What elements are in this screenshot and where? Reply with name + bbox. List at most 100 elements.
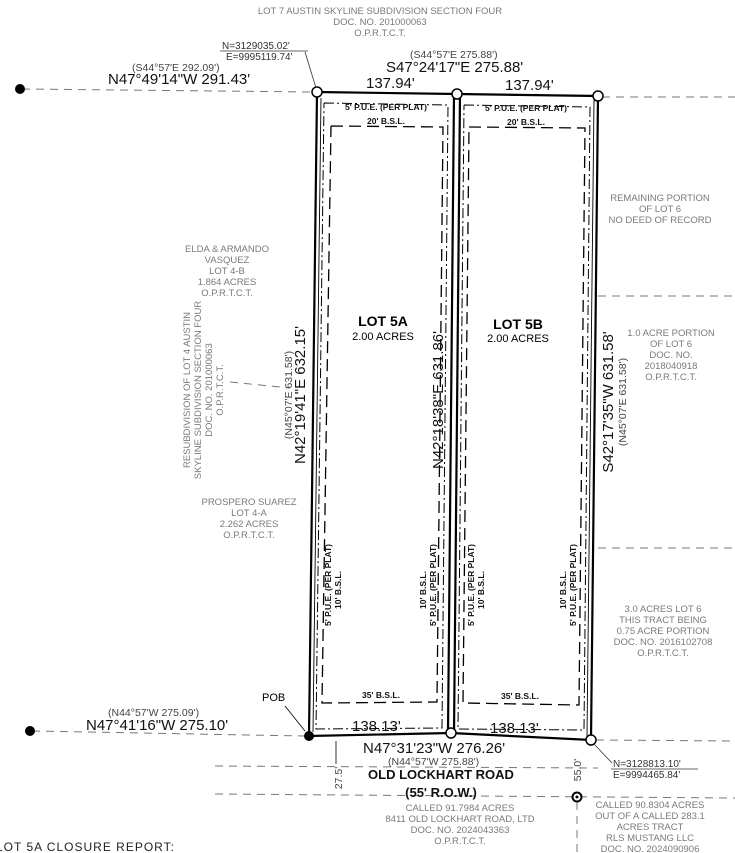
record-bearing: (S44°57'E 275.88') xyxy=(410,49,498,61)
measured-bearing: S42°17'35"W 631.58' xyxy=(600,331,617,472)
road-name: OLD LOCKHART ROAD xyxy=(368,767,514,782)
vasquez-label: ELDA & ARMANDO VASQUEZ LOT 4-B 1.864 ACR… xyxy=(185,244,269,299)
northing: N=3129035.02' xyxy=(222,41,290,52)
closure-report-title: LOT 5A CLOSURE REPORT: xyxy=(0,840,175,853)
svg-text:DOC. NO. 2024043363: DOC. NO. 2024043363 xyxy=(411,825,510,836)
lot-5a-area: 2.00 ACRES xyxy=(352,331,414,343)
lot-5a-label: LOT 5A xyxy=(358,313,408,329)
svg-text:RLS MUSTANG LLC: RLS MUSTANG LLC xyxy=(606,833,694,844)
bsl-label: 35' B.S.L. xyxy=(501,691,539,701)
set-iron-icon xyxy=(451,88,463,100)
svg-text:1.864 ACRES: 1.864 ACRES xyxy=(198,277,257,288)
north-adjoiner-label: LOT 7 AUSTIN SKYLINE SUBDIVISION SECTION… xyxy=(258,6,502,39)
found-monument-icon xyxy=(15,84,25,94)
svg-text:THIS TRACT BEING: THIS TRACT BEING xyxy=(619,615,707,626)
lot-5b-label: LOT 5B xyxy=(493,316,543,332)
suarez-label: PROSPERO SUAREZ LOT 4-A 2.262 ACRES O.P.… xyxy=(201,497,296,541)
svg-text:REMAINING PORTION: REMAINING PORTION xyxy=(610,193,710,204)
measured-bearing: N47°41'16"W 275.10' xyxy=(86,717,228,734)
pue-label: 5' P.U.E. (PER PLAT) xyxy=(428,544,438,626)
pue-label: 5' P.U.E. (PER PLAT) xyxy=(485,103,567,113)
bsl-label: 10' B.S.L. xyxy=(476,571,486,609)
called-90-label: CALLED 90.8304 ACRES OUT OF A CALLED 283… xyxy=(595,800,705,853)
extension-lines xyxy=(21,88,735,853)
svg-text:3.0 ACRES LOT 6: 3.0 ACRES LOT 6 xyxy=(625,604,702,615)
pue-label: 5' P.U.E. (PER PLAT) xyxy=(568,544,578,626)
pob-monument-icon xyxy=(304,731,314,741)
called-91-label: CALLED 91.7984 ACRES 8411 OLD LOCKHART R… xyxy=(385,803,534,847)
road-width: 55.0' xyxy=(572,759,584,781)
svg-text:O.P.R.T.C.T.: O.P.R.T.C.T. xyxy=(201,288,253,299)
measured-bearing: N42°19'41"E 632.15' xyxy=(292,326,309,464)
measured-bearing: N47°31'23"W 276.26' xyxy=(363,740,505,757)
nw-coordinates: N=3129035.02' E=9995119.74' xyxy=(220,41,317,89)
svg-text:CALLED 91.7984 ACRES: CALLED 91.7984 ACRES xyxy=(406,803,515,814)
svg-text:O.P.R.T.C.T.: O.P.R.T.C.T. xyxy=(223,530,275,541)
set-iron-icon xyxy=(592,90,604,102)
svg-text:8411 OLD LOCKHART ROAD, LTD: 8411 OLD LOCKHART ROAD, LTD xyxy=(385,814,534,825)
adjoiner-text: O.P.R.T.C.T. xyxy=(354,28,406,39)
bsl-label: 10' B.S.L. xyxy=(418,571,428,609)
three-acre-label: 3.0 ACRES LOT 6 THIS TRACT BEING 0.75 AC… xyxy=(614,604,713,659)
lot-5b-area: 2.00 ACRES xyxy=(487,333,549,345)
measured-bearing: N47°49'14"W 291.43' xyxy=(108,71,250,88)
resubdivision-label: RESUBDIVISION OF LOT 4 AUSTIN SKYLINE SU… xyxy=(182,301,226,480)
svg-text:ACRES TRACT: ACRES TRACT xyxy=(617,822,684,833)
svg-text:O.P.R.T.C.T.: O.P.R.T.C.T. xyxy=(434,836,486,847)
set-iron-icon xyxy=(445,727,457,739)
svg-text:LOT 4-B: LOT 4-B xyxy=(209,266,245,277)
easting: E=9995119.74' xyxy=(226,52,293,63)
svg-text:O.P.R.T.C.T.: O.P.R.T.C.T. xyxy=(215,364,226,416)
bsl-label: 20' B.S.L. xyxy=(507,117,545,127)
svg-text:1.0 ACRE PORTION: 1.0 ACRE PORTION xyxy=(627,328,715,339)
lot-boundaries xyxy=(307,90,600,742)
svg-text:LOT 4-A: LOT 4-A xyxy=(231,508,267,519)
bsl-label: 20' B.S.L. xyxy=(367,116,405,126)
remaining-portion-label: REMAINING PORTION OF LOT 6 NO DEED OF RE… xyxy=(609,193,712,226)
svg-text:CALLED 90.8304 ACRES: CALLED 90.8304 ACRES xyxy=(596,800,705,811)
bsl-label: 10' B.S.L. xyxy=(333,571,343,609)
svg-text:0.75 ACRE PORTION: 0.75 ACRE PORTION xyxy=(617,626,710,637)
segment-distance: 137.94' xyxy=(366,75,415,92)
measured-bearing: N42°18'38"E 631.86' xyxy=(430,331,447,469)
pue-label: 5' P.U.E. (PER PLAT) xyxy=(345,102,427,112)
pue-label: 5' P.U.E. (PER PLAT) xyxy=(323,544,333,626)
svg-text:ELDA & ARMANDO: ELDA & ARMANDO xyxy=(185,244,269,255)
segment-distance: 137.94' xyxy=(505,77,554,94)
easting: E=9994465.84' xyxy=(613,770,680,781)
bsl-label: 10' B.S.L. xyxy=(558,571,568,609)
record-bearing: (N45°07'E 631.58') xyxy=(617,358,629,446)
svg-text:DOC. NO.: DOC. NO. xyxy=(649,350,692,361)
set-iron-icon xyxy=(585,734,597,746)
pue-label: 5' P.U.E. (PER PLAT) xyxy=(466,544,476,626)
svg-text:O.P.R.T.C.T.: O.P.R.T.C.T. xyxy=(645,372,697,383)
svg-text:2.262 ACRES: 2.262 ACRES xyxy=(220,519,279,530)
northing: N=3128813.10' xyxy=(613,759,681,770)
adjoiner-text: DOC. NO. 201000063 xyxy=(333,17,426,28)
record-bearing: (N44°57'W 275.88') xyxy=(388,756,479,768)
set-iron-icon xyxy=(311,86,323,98)
svg-text:DOC. NO. 2016102708: DOC. NO. 2016102708 xyxy=(614,637,713,648)
svg-text:SKYLINE SUBDIVISION SECTION FO: SKYLINE SUBDIVISION SECTION FOUR xyxy=(193,301,204,480)
svg-text:RESUBDIVISION OF LOT 4 AUSTIN: RESUBDIVISION OF LOT 4 AUSTIN xyxy=(182,312,193,468)
one-acre-portion-label: 1.0 ACRE PORTION OF LOT 6 DOC. NO. 20180… xyxy=(627,328,715,383)
svg-text:DOC. NO. 2024090906: DOC. NO. 2024090906 xyxy=(601,844,700,853)
road-half-width: 27.5' xyxy=(333,767,345,789)
svg-text:O.P.R.T.C.T.: O.P.R.T.C.T. xyxy=(637,648,689,659)
svg-text:OUT OF A CALLED 283.1: OUT OF A CALLED 283.1 xyxy=(595,811,705,822)
svg-text:PROSPERO SUAREZ: PROSPERO SUAREZ xyxy=(201,497,296,508)
road-row: (55' R.O.W.) xyxy=(405,785,477,800)
svg-text:NO DEED OF RECORD: NO DEED OF RECORD xyxy=(609,215,712,226)
easement-lines xyxy=(315,102,591,731)
svg-text:2018040918: 2018040918 xyxy=(645,361,698,372)
record-bearing: (N45°07'E 631.58') xyxy=(283,351,295,439)
svg-text:OF LOT 6: OF LOT 6 xyxy=(650,339,692,350)
adjoiner-text: LOT 7 AUSTIN SKYLINE SUBDIVISION SECTION… xyxy=(258,6,502,17)
svg-text:OF LOT 6: OF LOT 6 xyxy=(639,204,681,215)
svg-text:VASQUEZ: VASQUEZ xyxy=(205,255,250,266)
se-coordinates: N=3128813.10' E=9994465.84' xyxy=(593,743,698,781)
svg-text:DOC. NO. 201000063: DOC. NO. 201000063 xyxy=(204,343,215,436)
pob-label: POB xyxy=(262,692,285,704)
segment-distance: 138.13' xyxy=(352,718,401,735)
